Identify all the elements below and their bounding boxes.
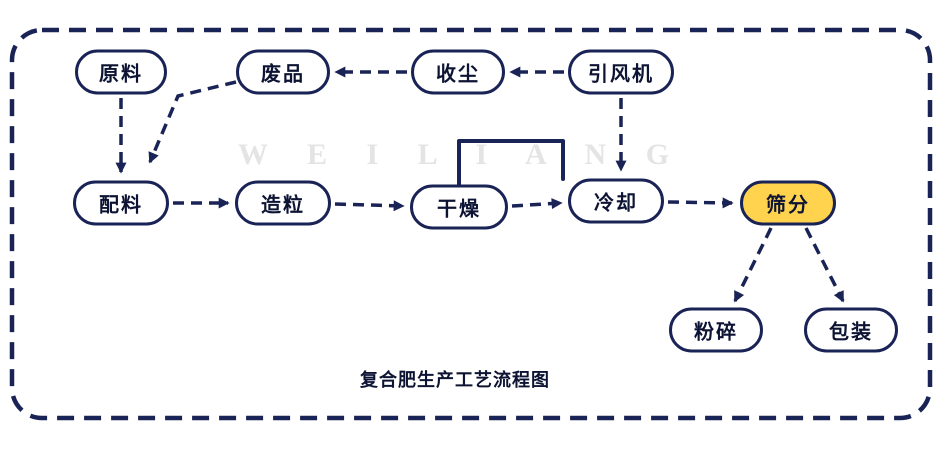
connector-drying-to-cooling-top xyxy=(457,139,565,186)
node-dust-collection: 收尘 xyxy=(411,49,505,95)
arrow-waste-to-batching xyxy=(148,80,237,164)
node-waste: 废品 xyxy=(236,49,330,95)
arrow-cooling-to-screening xyxy=(667,197,734,209)
node-crushing: 粉碎 xyxy=(669,307,763,353)
diagram-title: 复合肥生产工艺流程图 xyxy=(360,370,550,391)
node-screening: 筛分 xyxy=(740,180,836,226)
node-cooling: 冷却 xyxy=(568,178,664,224)
node-raw-material: 原料 xyxy=(75,49,167,95)
node-draft-fan: 引风机 xyxy=(568,49,674,95)
node-packaging: 包装 xyxy=(804,307,898,353)
node-granulation: 造粒 xyxy=(235,180,331,226)
arrow-screening-to-crushing xyxy=(733,227,773,303)
node-batching: 配料 xyxy=(73,180,169,226)
watermark-text: W E I L I A N G xyxy=(238,138,686,171)
diagram-border xyxy=(9,27,933,421)
arrow-screening-to-packaging xyxy=(804,227,845,303)
arrow-granulation-to-drying xyxy=(334,200,405,212)
node-drying: 干燥 xyxy=(410,184,508,230)
arrow-drying-to-cooling xyxy=(511,198,563,210)
